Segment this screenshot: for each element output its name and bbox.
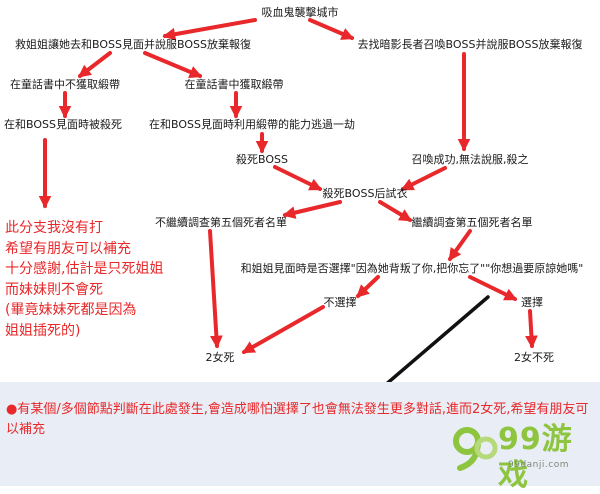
arrow-save-sister-to-get-ribbon [143, 51, 203, 78]
logo-url: 99danji.com [508, 460, 569, 470]
arrow-not-choose-to-two-die [241, 305, 325, 354]
node-not-choose: 不選擇 [323, 296, 357, 309]
node-find-elder: 去找暗影長者召喚BOSS并說服BOSS放棄報復 [357, 38, 583, 51]
footer-note: ●有某個/多個節點判斷在此處發生,會造成哪怕選擇了也會無法發生更多對話,進而2女… [6, 402, 589, 437]
node-save-sister: 救姐姐讓她去和BOSS見面并說服BOSS放棄報復 [15, 38, 251, 51]
node-choose: 選擇 [521, 296, 543, 309]
node-escape-with-ribbon: 在和BOSS見面時利用緞帶的能力逃過一劫 [149, 118, 355, 131]
node-no-ribbon: 在童話書中不獲取緞帶 [10, 78, 120, 91]
arrow-after-kill-to-continue [378, 200, 413, 222]
arrow-root-to-find-elder [308, 18, 355, 40]
arrow-save-sister-to-no-ribbon [77, 51, 112, 78]
node-kill-boss: 殺死BOSS [236, 153, 288, 166]
node-two-live: 2女不死 [514, 351, 554, 364]
node-get-ribbon: 在童話書中獲取緞帶 [184, 78, 284, 91]
arrow-continue-to-question [448, 229, 472, 262]
node-summon-success: 召喚成功,無法說服,殺之 [411, 153, 529, 166]
arrow-choose-to-two-live [525, 309, 538, 349]
logo-text: 99游戏 [498, 422, 573, 493]
node-continue: 繼續調查第五個死者名單 [411, 216, 533, 229]
logo-mark-icon [453, 427, 498, 471]
node-choice-question: 和姐姐見面時是否選擇"因為她背叛了你,把你忘了""你想過要原諒她嗎" [240, 262, 584, 275]
node-two-die: 2女死 [205, 351, 235, 364]
arrow-after-kill-to-no-continue [282, 200, 342, 219]
arrow-root-to-save-sister [162, 18, 257, 41]
footer-panel: ●有某個/多個節點判斷在此處發生,會造成哪怕選擇了也會無法發生更多對話,進而2女… [0, 382, 600, 486]
arrow-no-continue-to-two-die [208, 229, 223, 349]
arrow-kill-boss-to-after-kill [273, 165, 323, 191]
branch-note: 此分支我沒有打 希望有朋友可以補充 十分感謝,估計是只死姐姐 而妹妹則不會死 (… [5, 220, 164, 339]
node-root: 吸血鬼襲擊城市 [261, 6, 339, 19]
node-killed-by-boss: 在和BOSS見面時被殺死 [4, 118, 122, 131]
site-logo: 99游戏 99danji.com [450, 420, 595, 493]
node-after-kill-boss: 殺死BOSS后試衣 [322, 187, 408, 200]
arrow-question-to-not-choose [356, 275, 380, 298]
node-no-continue: 不繼續調查第五個死者名單 [155, 216, 287, 229]
arrow-summon-to-after-kill [400, 166, 447, 191]
arrow-choose-to-footer [368, 295, 490, 400]
arrow-question-to-choose [468, 275, 518, 301]
